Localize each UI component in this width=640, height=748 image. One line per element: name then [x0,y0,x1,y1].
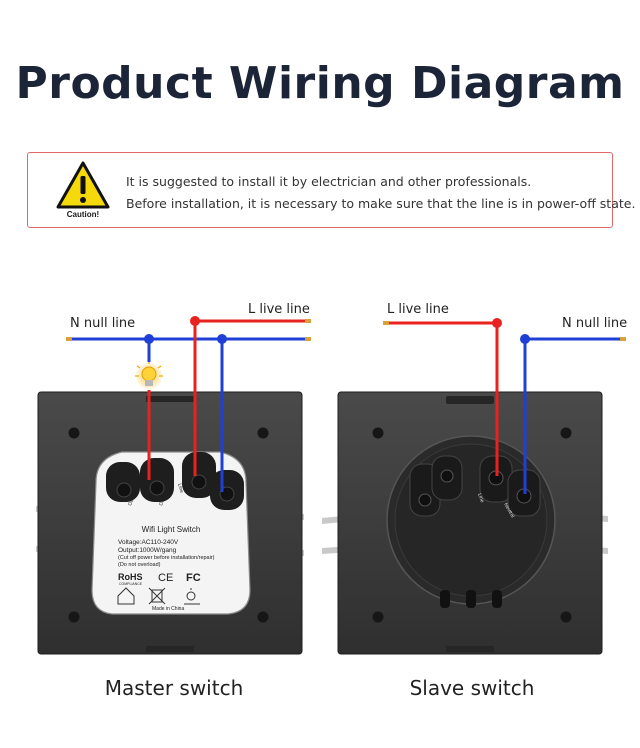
slave-neutral-wire [523,337,622,494]
screw-hole [560,427,572,439]
screw-hole [68,427,80,439]
screw-hole [372,427,384,439]
wiring-diagram: Out Out Line Neutral Wifi Light Switch V… [36,302,627,655]
ce-mark: CE [158,572,173,584]
module-title: Wifi Light Switch [142,525,201,534]
terminal-out-label: Out [127,496,136,506]
master-l-live-line-label: L live line [248,302,310,317]
terminal-line-label: Line [176,483,184,494]
slave-n-null-line-label: N null line [562,316,627,331]
caution-box: Caution! It is suggested to install it b… [27,152,635,228]
home-icon [117,587,135,605]
light-bulb-icon [135,360,163,390]
made-in-label: Made in China [152,606,184,612]
warning-triangle-icon [56,161,110,209]
module-spec-voltage: Voltage:AC110-240V [118,539,179,546]
rohs-compliance: COMPLIANCE [119,582,143,586]
recycle-bin-icon [148,587,166,605]
page-title: Product Wiring Diagram [15,58,625,109]
slave-l-live-line-label: L live line [387,302,449,317]
module-spec-output: Output:1000W/gang [118,547,177,554]
master-terminals: Out Out Line Neutral [106,452,244,510]
caution-text-line-1: It is suggested to install it by electri… [126,174,532,189]
screw-hole [257,611,269,623]
slave-terminal-line-label: Line [476,493,485,504]
master-switch-caption: Master switch [104,676,244,700]
screw-hole [372,611,384,623]
master-n-null-line-label: N null line [70,316,135,331]
slave-live-wire [387,321,499,476]
slave-switch: Line Neutral L live line N null line [322,302,627,655]
module-spec-warning: (Cut off power before installation/repai… [118,555,215,561]
slave-switch-caption: Slave switch [409,676,535,700]
screw-hole [560,611,572,623]
master-live-wire [193,319,307,476]
rohs-mark: RoHS [118,572,143,582]
lamp-icon [184,588,200,605]
caution-label: Caution! [66,210,100,219]
module-spec-overload: (Do not overload) [118,562,161,568]
screw-hole [68,611,80,623]
screw-hole [257,427,269,439]
fc-mark: FC [186,572,201,584]
caution-text-line-2: Before installation, it is necessary to … [126,196,636,211]
master-switch: Out Out Line Neutral Wifi Light Switch V… [36,302,311,655]
slave-vent-slots [440,590,502,608]
terminal-out-label-2: Out [158,496,167,506]
